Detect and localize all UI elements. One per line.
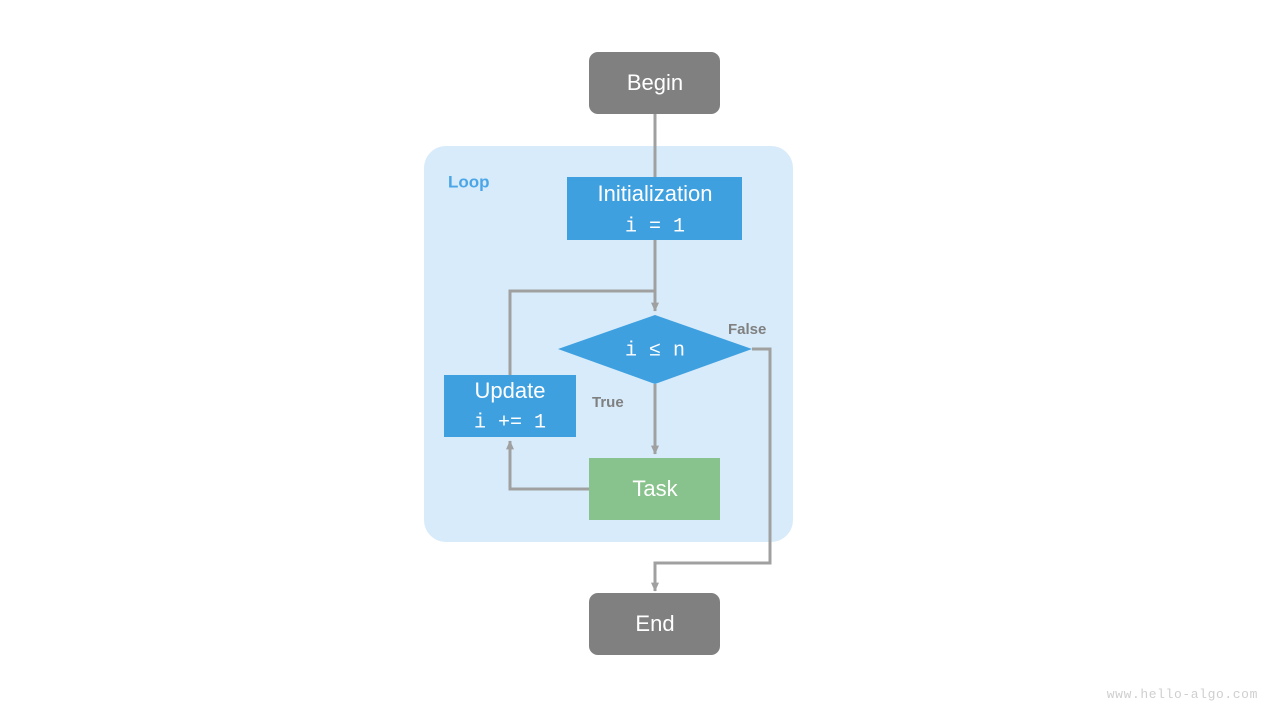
node-initialization-code: i = 1 — [625, 215, 685, 238]
node-initialization-shape — [567, 177, 742, 240]
node-condition[interactable]: i ≤ n — [558, 315, 752, 384]
watermark-text: www.hello-algo.com — [1106, 687, 1258, 702]
node-update[interactable]: Update i += 1 — [444, 375, 576, 437]
node-update-label: Update — [475, 378, 546, 403]
node-begin[interactable]: Begin — [589, 52, 720, 114]
loop-group-label: Loop — [448, 172, 490, 191]
node-initialization-label: Initialization — [598, 181, 713, 206]
node-condition-shape — [558, 315, 752, 384]
node-begin-label: Begin — [627, 70, 683, 95]
node-task-shape — [589, 458, 720, 520]
node-end-shape — [589, 593, 720, 655]
node-task[interactable]: Task — [589, 458, 720, 520]
node-end-label: End — [635, 611, 674, 636]
edge-label-false: False — [728, 321, 766, 338]
node-begin-shape — [589, 52, 720, 114]
edge-label-true: True — [592, 394, 624, 411]
node-initialization[interactable]: Initialization i = 1 — [567, 177, 742, 240]
edge-update-to-cond — [508, 289, 655, 375]
node-update-code: i += 1 — [474, 411, 546, 434]
node-task-label: Task — [632, 476, 678, 501]
edge-task-to-update — [506, 440, 589, 491]
node-update-shape — [444, 375, 576, 437]
node-end[interactable]: End — [589, 593, 720, 655]
node-condition-code: i ≤ n — [625, 339, 685, 362]
edge-cond-to-end — [651, 347, 772, 592]
